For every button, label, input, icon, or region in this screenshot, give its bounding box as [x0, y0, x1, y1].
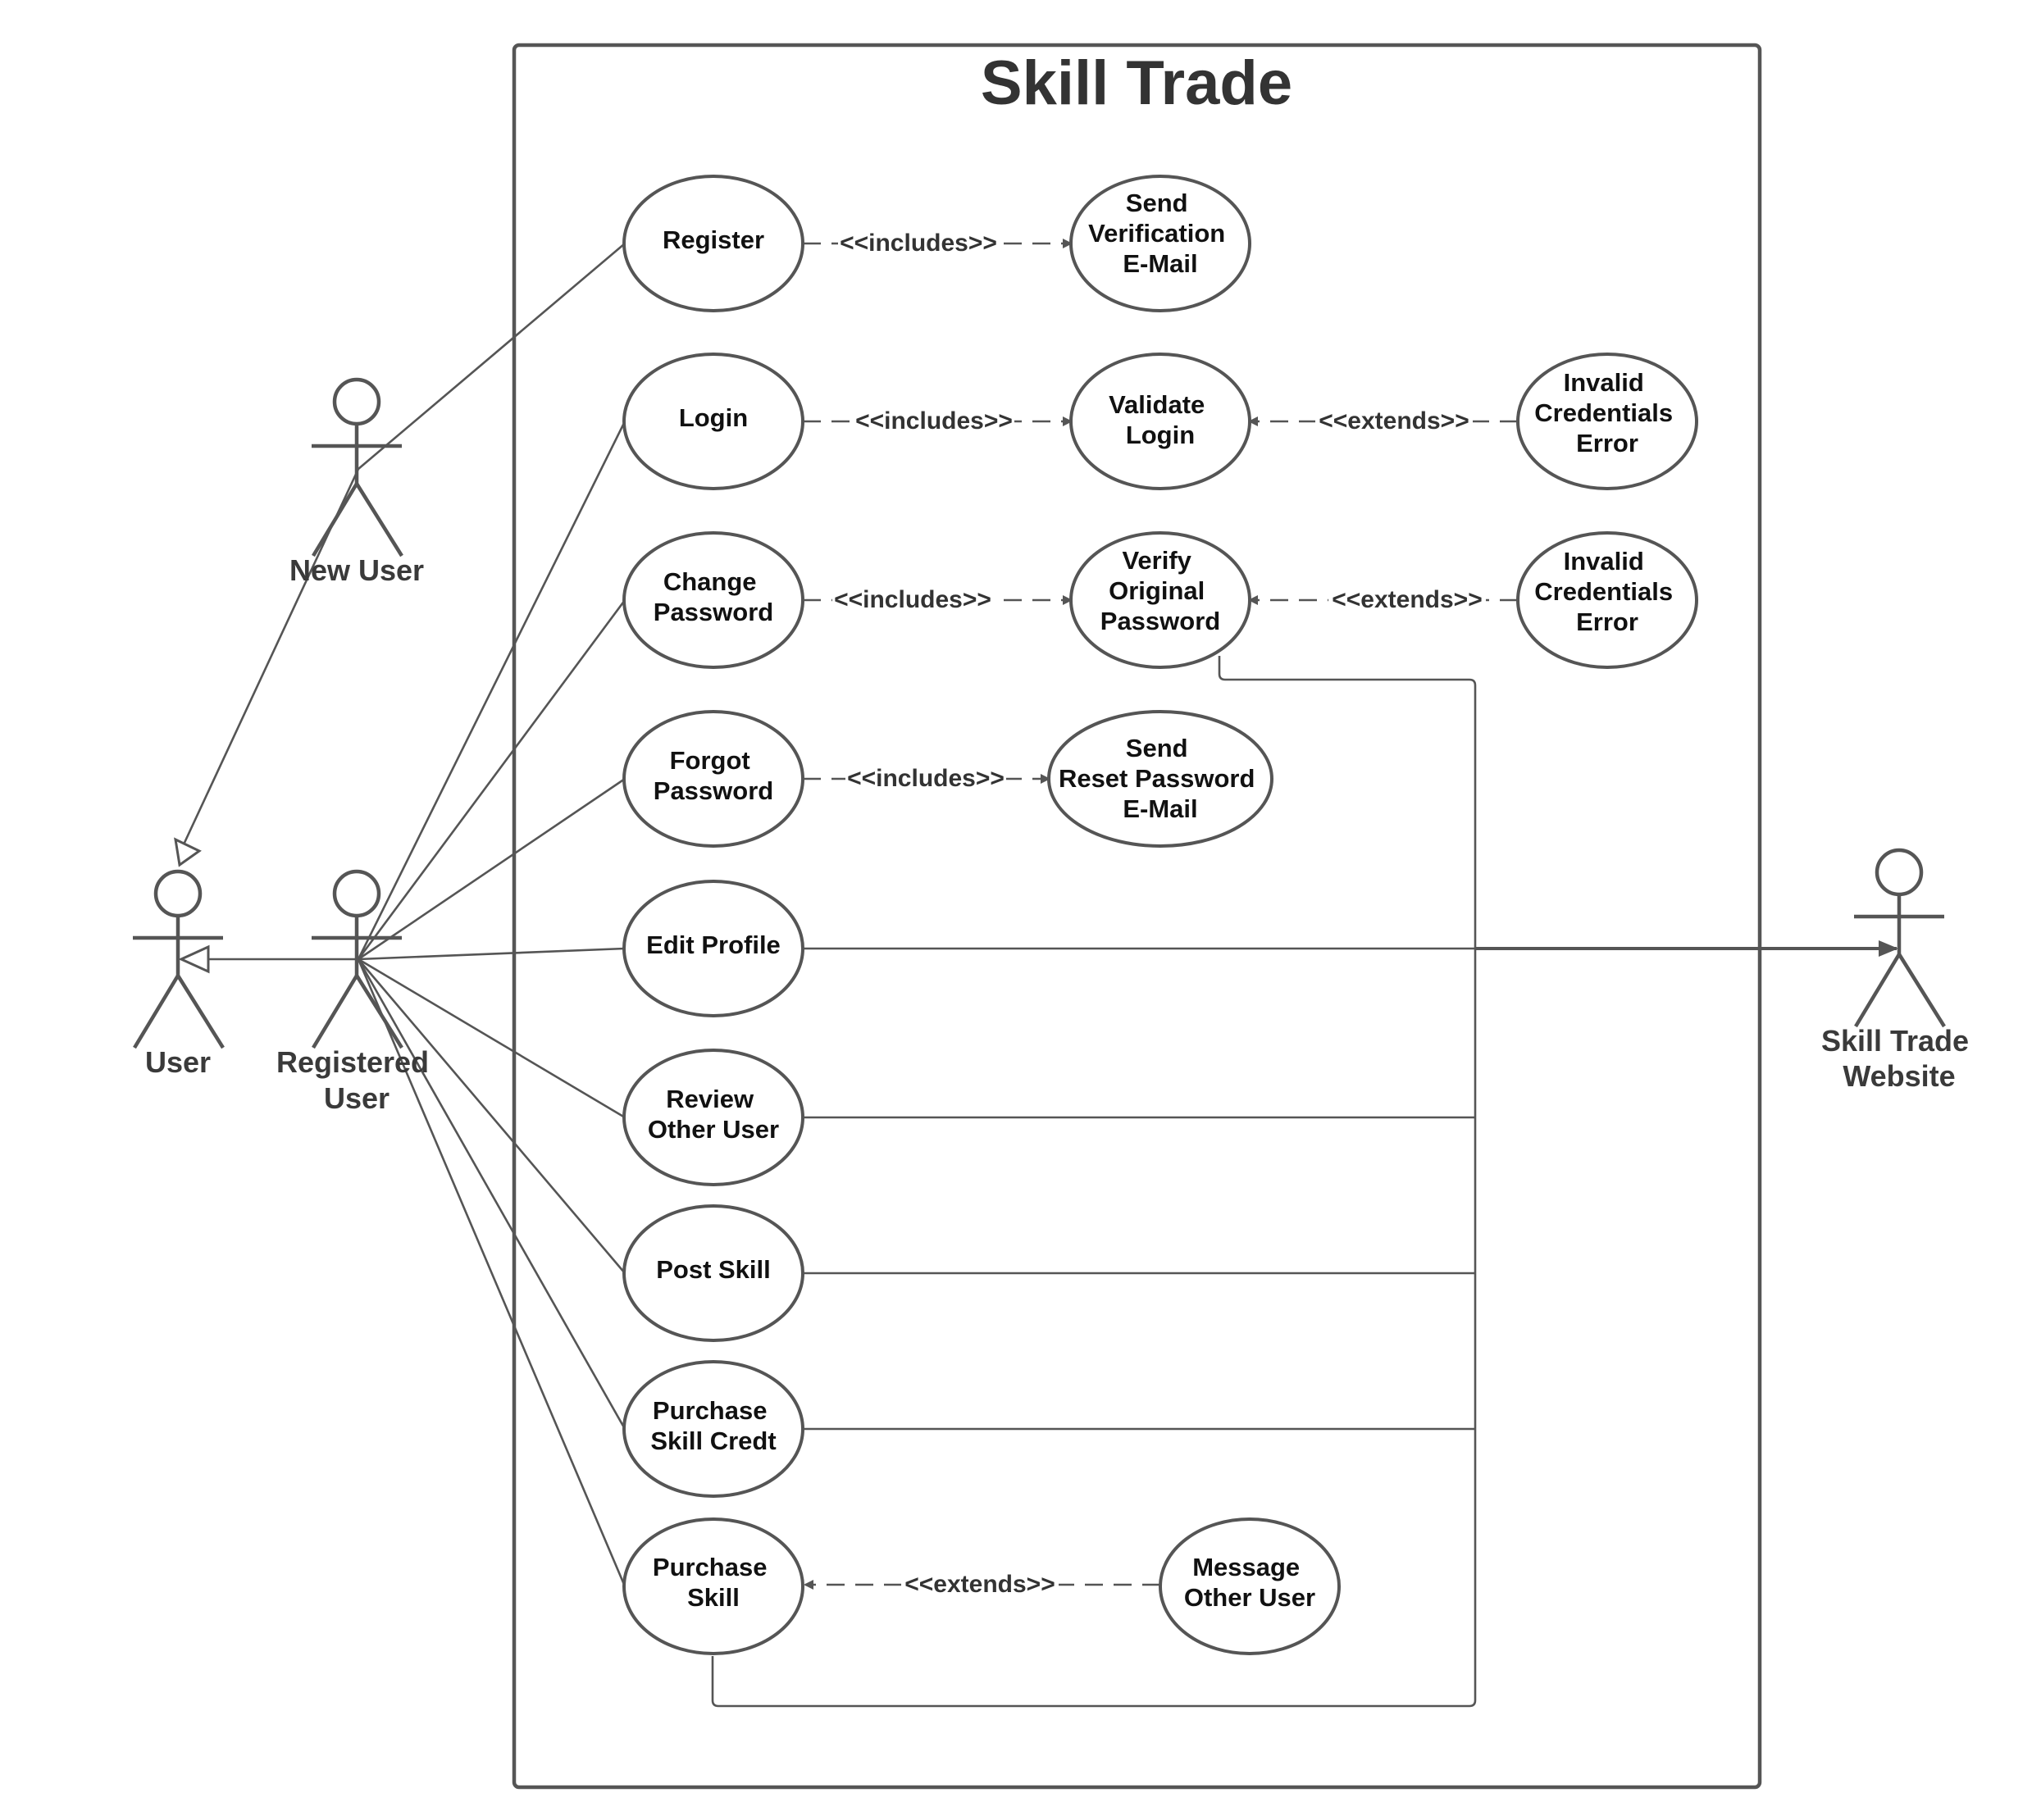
use-case-label: Password: [654, 776, 773, 805]
includes-label: <<includes>>: [855, 407, 1013, 435]
svg-text:Login: Login: [679, 403, 748, 432]
use-case-validate-login[interactable]: Validate Login: [1069, 353, 1251, 490]
use-case-label: Original: [1109, 576, 1205, 605]
use-case-label: Invalid: [1564, 547, 1644, 576]
svg-text:Invalid Credentials: Invalid Credentials Error: [1534, 547, 1679, 636]
use-case-label: Forgot: [670, 746, 750, 775]
actor-registered-user[interactable]: Registered User: [276, 869, 437, 1115]
website-connectors: [711, 656, 1898, 1708]
use-case-label: Review: [666, 1085, 754, 1113]
system-boundary: [512, 43, 1762, 1790]
use-case-label: Password: [654, 598, 773, 626]
use-case-register[interactable]: Register: [622, 175, 804, 312]
includes-label: <<includes>>: [847, 765, 1005, 792]
svg-text:Change Password: Change Password: [654, 567, 773, 626]
use-case-label: Invalid: [1564, 368, 1644, 397]
extends-label: <<extends>>: [904, 1571, 1055, 1598]
use-case-forgot-password[interactable]: Forgot Password: [622, 710, 804, 848]
svg-text:Invalid Credentials: Invalid Credentials Error: [1534, 368, 1679, 457]
use-case-label: Error: [1576, 429, 1638, 457]
use-case-verify-original-password[interactable]: Verify Original Password: [1069, 531, 1251, 669]
actor-user[interactable]: User: [133, 869, 225, 1079]
svg-text:Edit Profile: Edit Profile: [646, 930, 781, 959]
use-case-label: Credentials: [1534, 398, 1673, 427]
use-case-review-other-user[interactable]: Review Other User: [622, 1049, 804, 1186]
actor-label: Registered: [276, 1045, 429, 1079]
extends-label: <<extends>>: [1332, 586, 1482, 613]
use-case-purchase-skill-credit[interactable]: Purchase Skill Credt: [622, 1360, 804, 1498]
use-case-label: Verify: [1122, 546, 1191, 575]
use-case-label: Validate: [1109, 390, 1205, 419]
svg-text:Validate Login: Validate Login: [1109, 390, 1212, 449]
use-case-label: Error: [1576, 607, 1638, 636]
actor-label: Website: [1843, 1059, 1955, 1093]
svg-text:Send Verification: Send Verification E-Mail: [1088, 189, 1232, 278]
actor-label: User: [324, 1081, 390, 1115]
use-case-label: Credentials: [1534, 577, 1673, 606]
use-case-label: Change: [663, 567, 757, 596]
use-case-purchase-skill[interactable]: Purchase Skill: [622, 1517, 804, 1655]
relation-labels: <<includes>> <<includes>> <<extends>> <<…: [832, 228, 1486, 1599]
use-case-invalid-credentials-error[interactable]: Invalid Credentials Error: [1516, 531, 1698, 669]
use-case-label: Register: [663, 225, 764, 254]
use-case-label: Skill Credt: [650, 1426, 776, 1455]
use-case-label: Purchase: [653, 1553, 768, 1581]
use-case-label: E-Mail: [1123, 794, 1197, 823]
includes-label: <<includes>>: [840, 230, 997, 257]
use-case-label: Login: [1126, 421, 1195, 449]
use-case-label: Message: [1192, 1553, 1300, 1581]
generalization-registered-user: [178, 944, 358, 974]
extends-label: <<extends>>: [1319, 407, 1469, 435]
svg-text:Skill Trade Website: Skill Trade Website: [1821, 1024, 1977, 1093]
svg-text:Verify Original Pa: Verify Original Password: [1100, 546, 1220, 635]
use-case-invalid-credentials-error[interactable]: Invalid Credentials Error: [1516, 353, 1698, 490]
use-case-send-verification-email[interactable]: Send Verification E-Mail: [1069, 175, 1251, 312]
svg-text:Send Reset Password: Send Reset Password E-Mail: [1059, 734, 1262, 823]
use-case-label: Verification: [1088, 219, 1225, 248]
use-case-label: Login: [679, 403, 748, 432]
actor-skill-trade-website[interactable]: Skill Trade Website: [1821, 848, 1977, 1093]
actor-label: Skill Trade: [1821, 1024, 1969, 1058]
actor-label: New User: [289, 553, 424, 587]
svg-text:Purchase Skill: Purchase Skill: [653, 1553, 774, 1612]
use-case-label: Send: [1126, 734, 1188, 762]
association-lines: [357, 243, 626, 1587]
svg-text:Post Skill: Post Skill: [656, 1255, 771, 1284]
svg-text:Purchase Skill Credt: Purchase Skill Credt: [650, 1396, 776, 1455]
use-case-label: Purchase: [653, 1396, 768, 1425]
use-case-label: Other User: [648, 1115, 779, 1144]
system-title: Skill Trade: [981, 48, 1292, 118]
use-case-login[interactable]: Login: [622, 353, 804, 490]
use-case-label: Edit Profile: [646, 930, 781, 959]
actor-new-user[interactable]: New User: [289, 377, 424, 587]
use-case-post-skill[interactable]: Post Skill: [622, 1204, 804, 1342]
svg-text:Review Other User: Review Other User: [648, 1085, 779, 1144]
use-case-label: Reset Password: [1059, 764, 1255, 793]
use-case-label: Send: [1126, 189, 1188, 217]
use-case-message-other-user[interactable]: Message Other User: [1159, 1517, 1341, 1655]
use-case-label: Skill: [687, 1583, 740, 1612]
use-case-label: Other User: [1184, 1583, 1315, 1612]
use-case-label: Password: [1100, 607, 1220, 635]
actor-label: User: [145, 1045, 211, 1079]
svg-text:Message Other User: Message Other User: [1184, 1553, 1315, 1612]
use-case-edit-profile[interactable]: Edit Profile: [622, 880, 804, 1017]
use-case-send-reset-password-email[interactable]: Send Reset Password E-Mail: [1047, 710, 1273, 848]
use-case-label: E-Mail: [1123, 249, 1197, 278]
use-case-label: Post Skill: [656, 1255, 771, 1284]
svg-text:Register: Register: [663, 225, 764, 254]
svg-text:Registered User: Registered User: [276, 1045, 437, 1115]
includes-label: <<includes>>: [834, 586, 991, 613]
use-case-change-password[interactable]: Change Password: [622, 531, 804, 669]
svg-text:Forgot Password: Forgot Password: [654, 746, 773, 805]
